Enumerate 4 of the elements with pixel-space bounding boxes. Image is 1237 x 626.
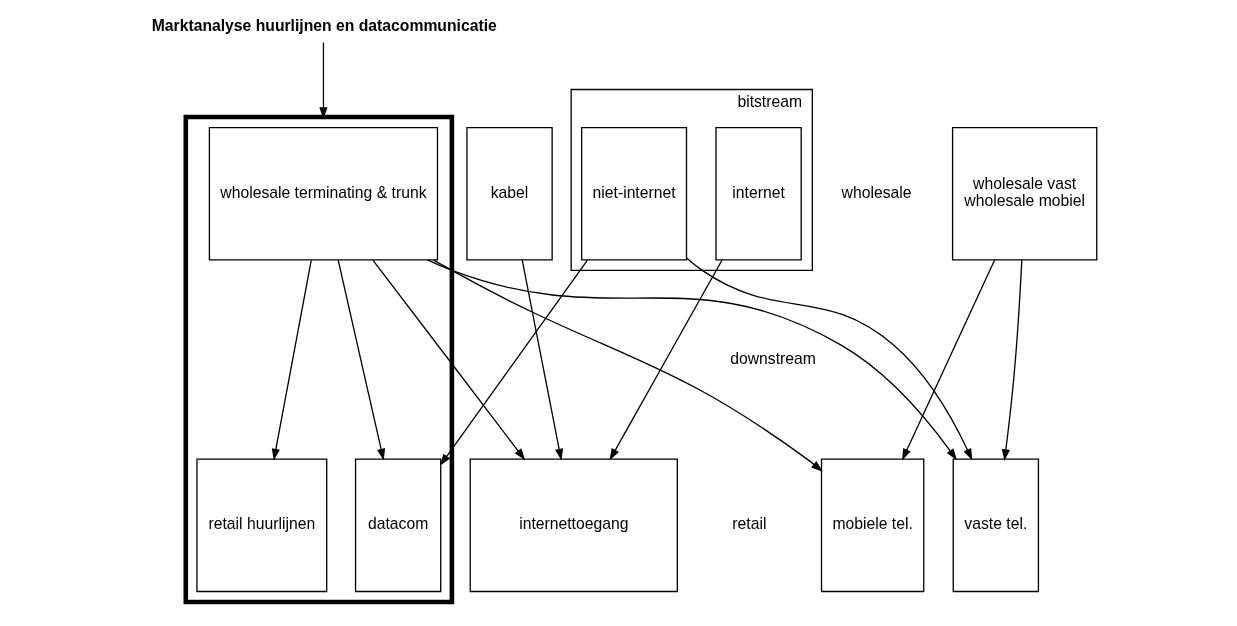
node-text: Marktanalyse huurlijnen en datacommunicatie <box>151 16 497 34</box>
label: wholesale <box>841 183 912 201</box>
label: downstream <box>729 349 816 367</box>
label: retail <box>731 515 766 533</box>
